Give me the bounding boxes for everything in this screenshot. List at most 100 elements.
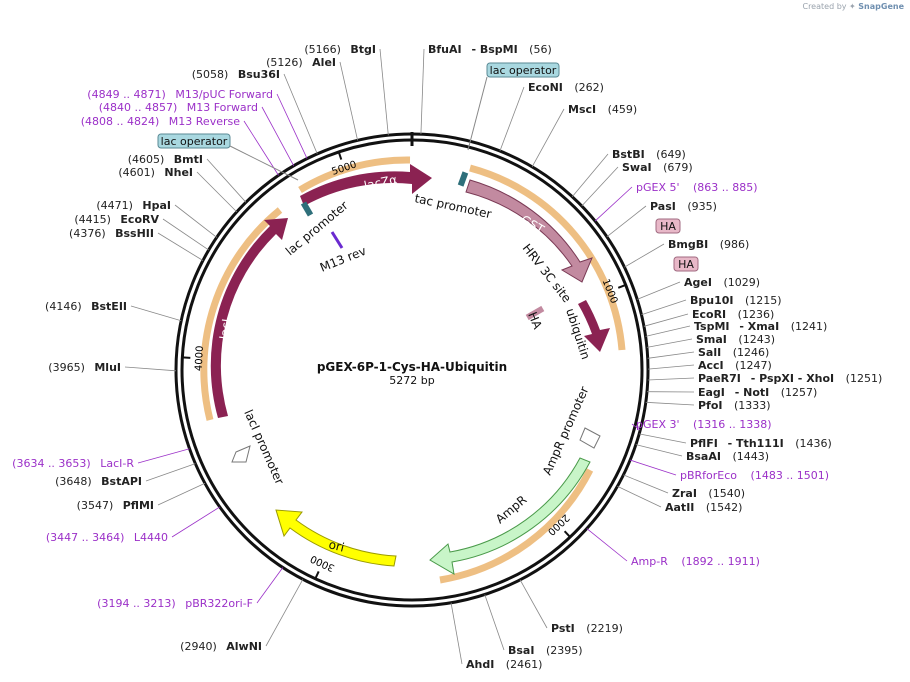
snapgene-brand: Created by ✦ SnapGene bbox=[802, 2, 904, 11]
callout-ha-2: HA bbox=[673, 256, 699, 272]
scale-label-1000: 1000 bbox=[600, 278, 620, 306]
scale-label-5000: 5000 bbox=[330, 159, 358, 178]
feature-label-laci: lacI bbox=[217, 318, 234, 341]
site-leader-bsshii bbox=[157, 232, 204, 261]
site-leader-bsaai bbox=[635, 444, 683, 457]
primer-label-pgex-3-: pGEX 3' (1316 .. 1338) bbox=[636, 418, 772, 431]
primer-leader-0 bbox=[594, 186, 633, 222]
site-label-pflfi: PflFI - Tth111I (1436) bbox=[690, 437, 832, 450]
primer-leader-9 bbox=[276, 93, 308, 159]
site-label-acci: AccI (1247) bbox=[698, 359, 772, 372]
primer-leader-5 bbox=[171, 506, 221, 538]
site-label-bstapi: (3648) BstAPI bbox=[55, 475, 142, 488]
site-leader-mlui bbox=[124, 366, 177, 372]
callout-leader-lac-operator-left bbox=[229, 145, 299, 181]
scale-tick-1000 bbox=[617, 283, 627, 289]
callout-lac-operator-top: lac operator bbox=[486, 62, 560, 78]
gst-feature bbox=[465, 179, 593, 283]
primer-leader-7 bbox=[243, 120, 279, 176]
site-label-ecorv: (4415) EcoRV bbox=[74, 213, 159, 226]
snapgene-name: SnapGene bbox=[858, 2, 904, 11]
gst-outline-arc bbox=[469, 164, 626, 351]
svg-text:HA: HA bbox=[660, 220, 676, 233]
plasmid-name: pGEX-6P-1-Cys-HA-Ubiquitin bbox=[317, 360, 507, 374]
plasmid-size: 5272 bp bbox=[389, 374, 434, 387]
primer-leader-3 bbox=[586, 528, 628, 562]
lac-promoter-block bbox=[300, 201, 314, 217]
site-label-agei: AgeI (1029) bbox=[684, 276, 760, 289]
primer-leader-8 bbox=[261, 106, 295, 166]
site-label-smai: SmaI (1243) bbox=[696, 333, 775, 346]
site-label-swai: SwaI (679) bbox=[622, 161, 693, 174]
primer-label-m13-reverse: (4808 .. 4824) M13 Reverse bbox=[81, 115, 240, 128]
site-leader-swai bbox=[581, 166, 619, 207]
site-leader-bsteii bbox=[130, 305, 182, 322]
site-label-bstbi: BstBI (649) bbox=[612, 148, 686, 161]
primer-label-m13-forward: (4840 .. 4857) M13 Forward bbox=[99, 101, 258, 114]
feature-label-ori: ori bbox=[327, 537, 346, 554]
site-leader-agei bbox=[637, 281, 681, 300]
ubiquitin-feature bbox=[578, 300, 610, 352]
site-label-paer7i: PaeR7I - PspXI - XhoI (1251) bbox=[698, 372, 882, 385]
site-label-bsu36i: (5058) Bsu36I bbox=[192, 68, 280, 81]
laci-outline-arc bbox=[200, 207, 283, 421]
feature-label-lac-promoter: lac promoter bbox=[283, 198, 351, 258]
site-leader-bsu36i bbox=[283, 73, 318, 155]
callout-ha-1: HA bbox=[655, 218, 681, 234]
site-leader-acci bbox=[647, 364, 695, 370]
feature-label-ha: HA bbox=[525, 310, 545, 332]
site-label-psti: PstI (2219) bbox=[551, 622, 623, 635]
site-label-pfoi: PfoI (1333) bbox=[698, 399, 771, 412]
site-label-aatii: AatII (1542) bbox=[665, 501, 742, 514]
svg-text:lac operator: lac operator bbox=[161, 135, 228, 148]
site-leader-smai bbox=[646, 338, 693, 348]
site-label-econi: EcoNI (262) bbox=[528, 81, 604, 94]
lacz-outline-arc bbox=[298, 156, 411, 193]
primer-label-laci-r: (3634 .. 3653) LacI-R bbox=[12, 457, 134, 470]
site-label-bmgbi: BmgBI (986) bbox=[668, 238, 749, 251]
site-label-bsaai: BsaAI (1443) bbox=[686, 450, 769, 463]
site-label-ecori: EcoRI (1236) bbox=[692, 308, 774, 321]
site-leader-alwni bbox=[265, 579, 304, 647]
site-label-bfuai: BfuAI - BspMI (56) bbox=[428, 43, 552, 56]
laci-feature bbox=[210, 218, 288, 418]
site-leader-paer7i bbox=[647, 377, 695, 381]
ampr-feature bbox=[429, 457, 591, 575]
site-labels: BfuAI - BspMI (56) EcoNI (262) MscI (459) B… bbox=[12, 43, 882, 671]
svg-text:lac operator: lac operator bbox=[490, 64, 557, 77]
ori-feature bbox=[275, 509, 397, 567]
site-label-bsai: BsaI (2395) bbox=[508, 644, 583, 657]
site-label-bsteii: (4146) BstEII bbox=[45, 300, 127, 313]
site-label-mlui: (3965) MluI bbox=[48, 361, 121, 374]
primer-leader-2 bbox=[630, 459, 677, 476]
site-leader-tspmi bbox=[645, 325, 691, 337]
created-by-text: Created by bbox=[802, 2, 847, 11]
site-leader-bsai bbox=[484, 594, 505, 651]
feature-label-m13-rev: M13 rev bbox=[318, 244, 368, 275]
scale-tick-5000 bbox=[337, 151, 343, 160]
site-leader-pflfi bbox=[639, 433, 687, 444]
feature-label-lacz: lacZα bbox=[363, 172, 399, 193]
site-leader-aatii bbox=[617, 485, 662, 508]
site-label-alwni: (2940) AlwNI bbox=[180, 640, 262, 653]
site-label-bpu10i: Bpu10I (1215) bbox=[690, 294, 782, 307]
primer-label-pgex-5-: pGEX 5' (863 .. 885) bbox=[636, 181, 758, 194]
site-label-ahdi: AhdI (2461) bbox=[466, 658, 542, 671]
site-leader-ahdi bbox=[450, 602, 463, 665]
m13-rev-primer-mark bbox=[330, 231, 344, 249]
laci-promoter-feature bbox=[231, 445, 251, 463]
primer-label-amp-r: Amp-R (1892 .. 1911) bbox=[631, 555, 760, 568]
scale-label-4000: 4000 bbox=[194, 345, 206, 371]
snapgene-logo-icon: ✦ bbox=[849, 2, 856, 11]
site-label-sali: SalI (1246) bbox=[698, 346, 769, 359]
site-label-msci: MscI (459) bbox=[568, 103, 637, 116]
primer-label-m13-puc-forward: (4849 .. 4871) M13/pUC Forward bbox=[87, 88, 273, 101]
site-label-pasi: PasI (935) bbox=[650, 200, 717, 213]
site-leader-bfuai bbox=[420, 48, 425, 135]
site-label-bmti: (4605) BmtI bbox=[128, 153, 203, 166]
ampr-promoter-feature bbox=[579, 427, 601, 449]
site-leader-econi bbox=[499, 86, 525, 152]
site-label-eagi: EagI - NotI (1257) bbox=[698, 386, 817, 399]
site-label-hpai: (4471) HpaI bbox=[96, 199, 171, 212]
